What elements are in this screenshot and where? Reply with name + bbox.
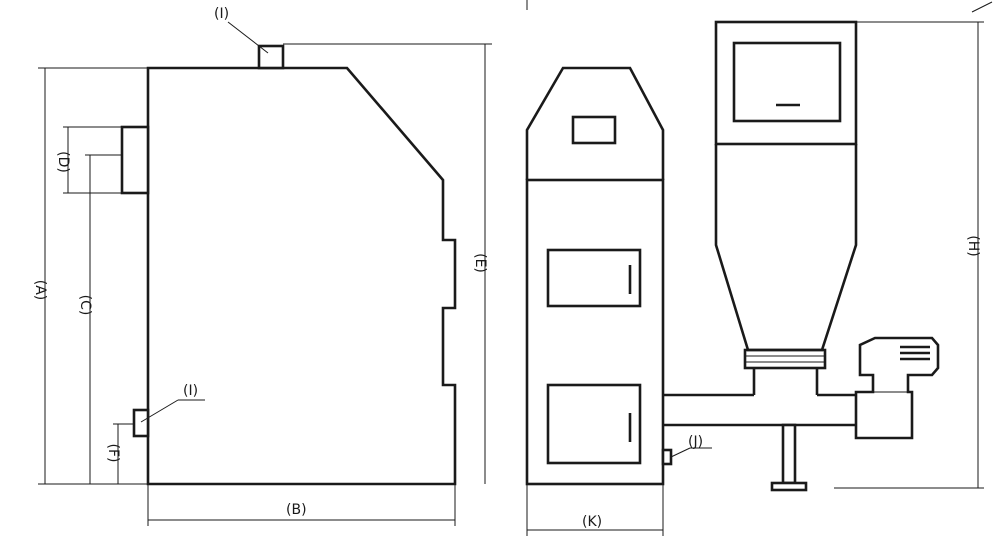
bottom-inlet xyxy=(132,408,150,438)
lower-door xyxy=(546,383,642,465)
label-e: (E) xyxy=(472,253,488,273)
dimensions-left xyxy=(38,21,492,526)
hood-window xyxy=(571,115,617,145)
support-leg xyxy=(781,423,797,485)
label-a: (A) xyxy=(32,280,48,301)
label-j: (J) xyxy=(688,434,703,450)
label-k: (K) xyxy=(582,514,602,530)
label-i-top: (I) xyxy=(214,6,229,22)
label-c: (C) xyxy=(77,295,93,316)
hopper-cone xyxy=(714,144,858,352)
top-outlet-pipe xyxy=(257,44,285,70)
dimension-labels: (I) (I) (B) (K) (J) (A) (C) (D) (F) (E) … xyxy=(32,6,981,530)
hopper-assembly xyxy=(663,20,940,492)
hopper-flange xyxy=(743,348,827,370)
hopper-neck xyxy=(752,368,819,395)
boiler-hood xyxy=(525,66,665,180)
j-fitting xyxy=(661,448,673,466)
auger-pipe xyxy=(663,393,860,427)
motor-body xyxy=(854,336,940,440)
upper-door xyxy=(546,248,642,308)
side-outlet xyxy=(120,125,150,195)
boiler-side-view xyxy=(120,44,457,486)
label-i-bottom: (I) xyxy=(183,383,198,399)
hopper-window xyxy=(732,41,842,123)
hopper-box xyxy=(714,20,858,146)
dimensions-right xyxy=(526,0,993,536)
label-b: (B) xyxy=(286,502,307,518)
label-h: (H) xyxy=(965,235,981,256)
boiler-body-outline xyxy=(146,66,457,486)
label-f: (F) xyxy=(105,444,121,463)
support-foot xyxy=(770,481,808,492)
label-d: (D) xyxy=(55,151,71,173)
boiler-front-body xyxy=(525,178,665,486)
boiler-front-view xyxy=(525,66,673,486)
